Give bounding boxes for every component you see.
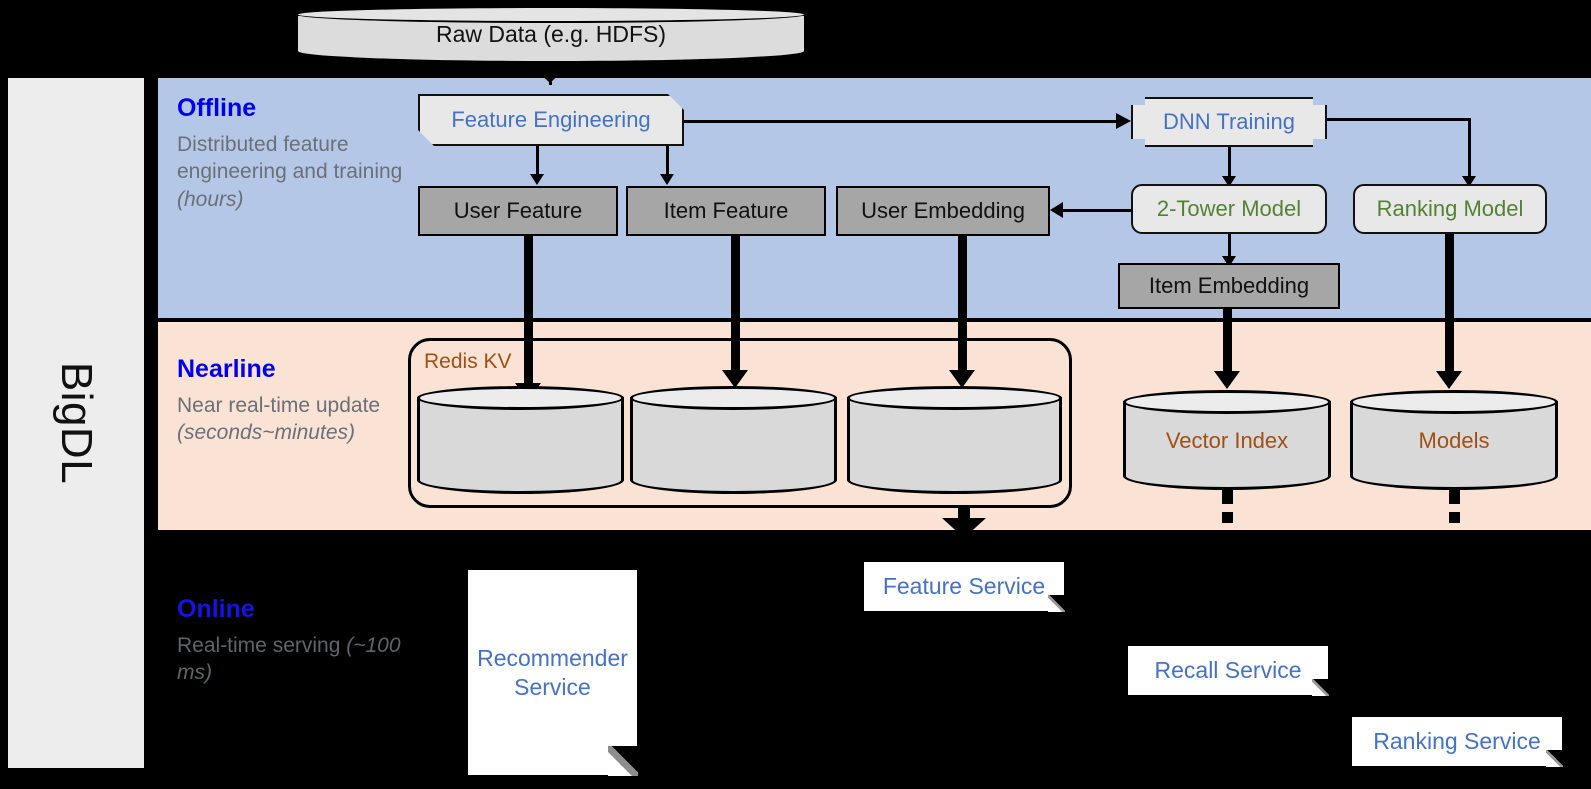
vector-index-store[interactable]: Vector Index — [1123, 390, 1331, 490]
band-nearline-title: Nearline — [177, 355, 276, 383]
raw-data-store[interactable]: Raw Data (e.g. HDFS) — [296, 6, 806, 63]
redis-cylinder-3[interactable] — [847, 386, 1062, 494]
user-feature-label: User Feature — [453, 198, 583, 223]
raw-data-label: Raw Data (e.g. HDFS) — [435, 21, 667, 47]
arrowhead-itemfeature-redis2 — [722, 370, 748, 388]
connector-itememb-vectorindex — [1223, 309, 1232, 377]
dnn-training-box[interactable]: DNN Training — [1131, 97, 1327, 147]
item-feature-label: Item Feature — [663, 198, 789, 223]
cylinder-body — [630, 397, 837, 494]
connector-vectorindex-recall-seg2 — [1222, 512, 1233, 523]
page-fold-icon — [1048, 595, 1065, 612]
arrowhead-rankingmodel-models — [1436, 371, 1462, 389]
connector-itemfeature-redis2 — [731, 236, 740, 376]
band-offline-subtitle: Distributed feature engineering and trai… — [177, 132, 403, 211]
recommender-service-label: Recommender Service — [477, 645, 628, 700]
ranking-service-label: Ranking Service — [1373, 728, 1541, 755]
arrowhead-fe-userfeature — [530, 174, 544, 185]
arrowhead-userembedding-redis3 — [949, 370, 975, 388]
user-embedding-label: User Embedding — [861, 198, 1025, 223]
connector-dnn-twotower — [1228, 147, 1231, 181]
bigdl-label: BigDL — [52, 361, 101, 485]
cylinder-body — [417, 397, 624, 494]
band-nearline-heading: Nearline Near real-time update (seconds~… — [177, 355, 407, 447]
recall-service-label: Recall Service — [1154, 657, 1302, 684]
recall-service-box[interactable]: Recall Service — [1128, 646, 1329, 696]
band-online-title: Online — [177, 595, 255, 623]
connector-userembedding-redis3 — [958, 236, 967, 376]
ranking-model-label: Ranking Model — [1376, 196, 1524, 221]
two-tower-model-box[interactable]: 2-Tower Model — [1131, 184, 1327, 234]
ranking-service-box[interactable]: Ranking Service — [1352, 717, 1563, 767]
cylinder-top — [417, 386, 624, 410]
band-offline-title: Offline — [177, 94, 257, 122]
band-offline-heading: Offline Distributed feature engineering … — [177, 94, 407, 214]
connector-fe-userfeature — [536, 146, 539, 179]
connector-vectorindex-recall-seg1 — [1222, 488, 1233, 504]
models-store[interactable]: Models — [1350, 390, 1558, 490]
connector-dnn-ranking-v — [1468, 118, 1471, 181]
recommender-service-box[interactable]: Recommender Service — [468, 570, 638, 776]
connector-dnn-ranking-h — [1327, 118, 1470, 121]
cylinder-top — [630, 386, 837, 410]
connector-fe-dnn — [684, 120, 1116, 123]
redis-kv-label: Redis KV — [424, 350, 512, 373]
item-feature-box[interactable]: Item Feature — [626, 186, 826, 236]
connector-rankingmodel-models — [1445, 234, 1454, 378]
cylinder-top — [296, 6, 806, 23]
arrowhead-fe-dnn — [1116, 113, 1131, 129]
dnn-training-label: DNN Training — [1162, 109, 1296, 134]
connector-twotower-userembedding — [1063, 209, 1133, 212]
cylinder-body — [847, 397, 1062, 494]
two-tower-model-label: 2-Tower Model — [1156, 196, 1302, 221]
cylinder-body — [1350, 401, 1558, 490]
item-embedding-label: Item Embedding — [1148, 273, 1310, 298]
redis-cylinder-2[interactable] — [630, 386, 837, 494]
connector-twotower-itememb — [1228, 234, 1231, 262]
band-nearline-subtitle: Near real-time update (seconds~minutes) — [177, 393, 381, 445]
item-embedding-box[interactable]: Item Embedding — [1118, 263, 1340, 309]
feature-service-box[interactable]: Feature Service — [864, 562, 1065, 612]
arrowhead-rawdata-fe — [528, 63, 572, 83]
feature-engineering-label: Feature Engineering — [451, 107, 651, 132]
connector-fe-itemfeature — [666, 146, 669, 179]
connector-models-ranking-seg1 — [1449, 488, 1460, 504]
cylinder-top — [1350, 390, 1558, 414]
band-online-heading: Online Real-time serving (~100 ms) — [177, 595, 407, 687]
band-online-subtitle: Real-time serving (~100 ms) — [177, 633, 401, 685]
arrowhead-twotower-userembedding — [1050, 202, 1063, 218]
ranking-model-box[interactable]: Ranking Model — [1353, 184, 1547, 234]
redis-kv-container[interactable] — [408, 338, 1072, 508]
arrowhead-dnn-ranking — [1462, 176, 1476, 187]
vector-index-label: Vector Index — [1165, 428, 1289, 454]
feature-engineering-box[interactable]: Feature Engineering — [418, 94, 684, 146]
user-embedding-box[interactable]: User Embedding — [836, 186, 1050, 236]
cylinder-top — [847, 386, 1062, 410]
user-feature-box[interactable]: User Feature — [418, 186, 618, 236]
connector-userfeature-redis1 — [524, 236, 533, 389]
models-label: Models — [1418, 428, 1490, 454]
redis-cylinder-1[interactable] — [417, 386, 624, 494]
cylinder-top — [1123, 390, 1331, 414]
arrowhead-itememb-vectorindex — [1214, 371, 1240, 389]
arrowhead-twotower-itememb — [1222, 256, 1236, 267]
page-fold-icon — [608, 746, 638, 776]
bigdl-sidebar: BigDL — [8, 78, 144, 768]
arrowhead-redis-featureservice — [942, 518, 986, 538]
page-fold-icon — [1312, 679, 1329, 696]
page-fold-icon — [1546, 750, 1563, 767]
connector-models-ranking-seg2 — [1449, 512, 1460, 523]
arrowhead-fe-itemfeature — [660, 174, 674, 185]
arrowhead-dnn-twotower — [1222, 176, 1236, 187]
feature-service-label: Feature Service — [882, 573, 1046, 600]
